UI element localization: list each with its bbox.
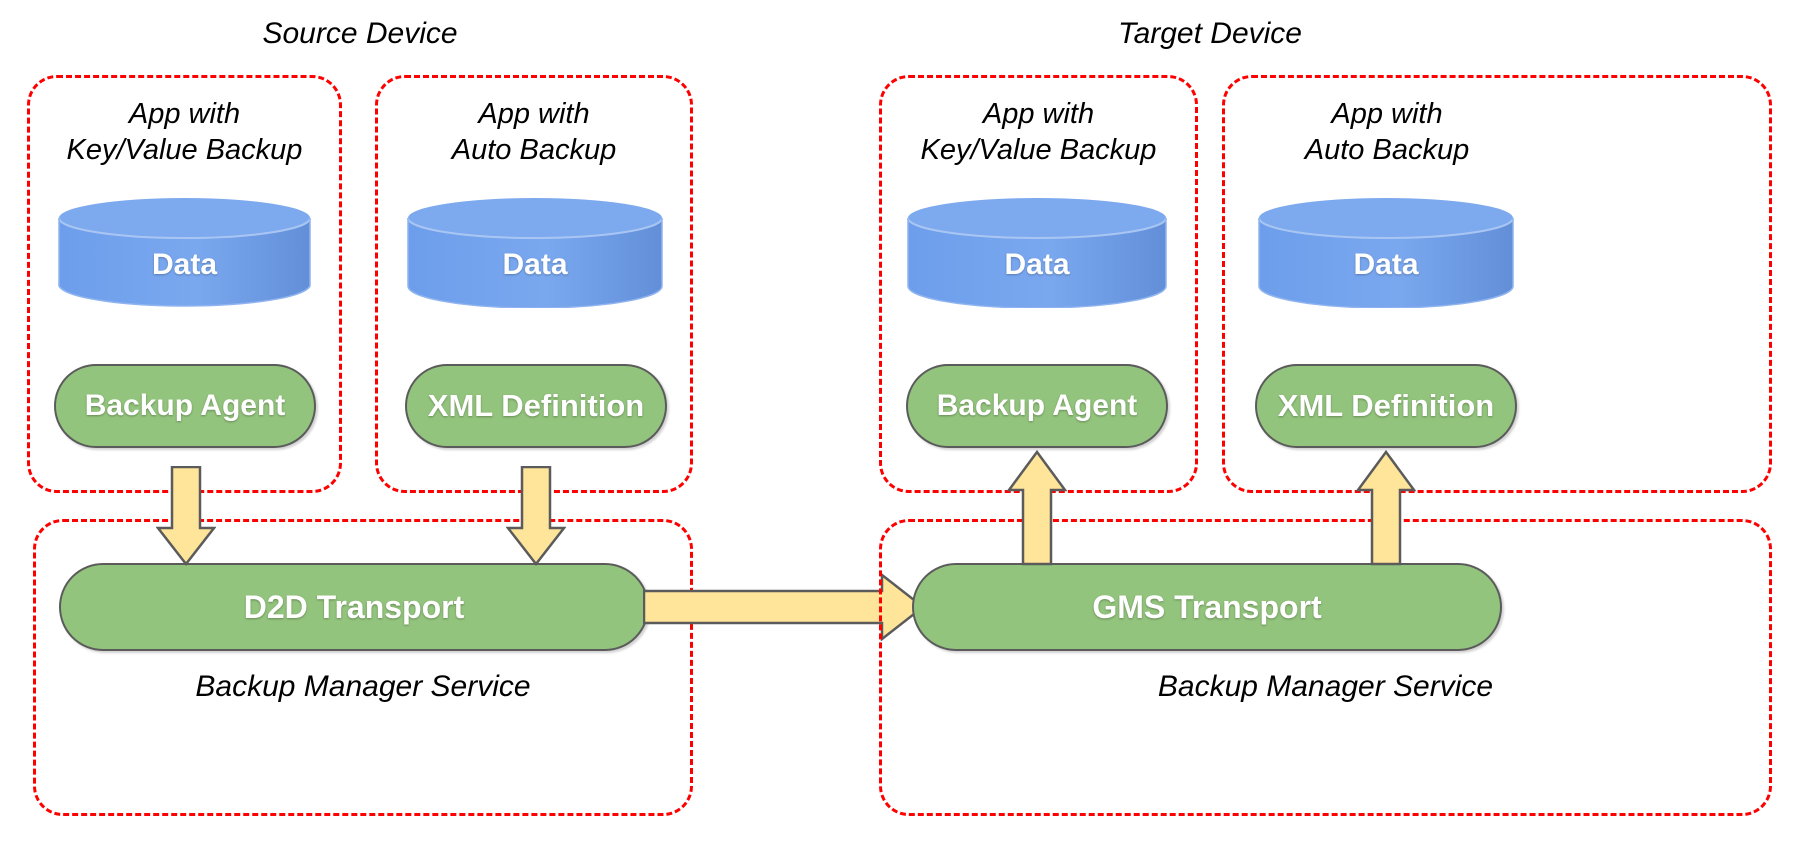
- source-app-1-component[interactable]: Backup Agent: [54, 364, 316, 448]
- target-backup-manager-service-label: Backup Manager Service: [1157, 670, 1494, 703]
- target-backup-manager-service-container: [879, 519, 1772, 816]
- source-app-2-down-arrow: [506, 466, 566, 566]
- target-app-2-component[interactable]: XML Definition: [1255, 364, 1517, 448]
- target-app-1-component[interactable]: Backup Agent: [906, 364, 1168, 448]
- source-backup-manager-service-container: [33, 519, 693, 816]
- d2d-transport-box[interactable]: D2D Transport: [59, 563, 649, 651]
- source-app-1-down-arrow: [156, 466, 216, 566]
- target-app-2-title: App with Auto Backup: [1304, 98, 1470, 166]
- target-device-title: Target Device: [1118, 17, 1302, 50]
- target-app-1-data-cylinder: Data: [906, 196, 1168, 308]
- gms-transport-box[interactable]: GMS Transport: [912, 563, 1502, 651]
- source-app-1-title: App with Key/Value Backup: [66, 98, 303, 166]
- source-app-1-data-cylinder: Data: [57, 196, 312, 308]
- source-app-1-data-label: Data: [151, 248, 218, 281]
- source-app-2-component[interactable]: XML Definition: [405, 364, 667, 448]
- target-app-2-data-cylinder: Data: [1257, 196, 1515, 308]
- source-app-2-data-cylinder: Data: [406, 196, 664, 308]
- d2d-to-gms-arrow: [643, 573, 925, 641]
- target-app-2-data-label: Data: [1353, 248, 1419, 281]
- target-app-1-title: App with Key/Value Backup: [920, 98, 1157, 166]
- source-app-2-title: App with Auto Backup: [451, 98, 617, 166]
- target-app-1-data-label: Data: [1004, 248, 1070, 281]
- source-device-title: Source Device: [262, 17, 458, 50]
- gms-to-target-app-2-up-arrow: [1356, 450, 1416, 566]
- gms-to-target-app-1-up-arrow: [1007, 450, 1067, 566]
- target-app-2-container: [1222, 75, 1772, 493]
- source-backup-manager-service-label: Backup Manager Service: [195, 670, 531, 703]
- source-app-2-data-label: Data: [502, 248, 568, 281]
